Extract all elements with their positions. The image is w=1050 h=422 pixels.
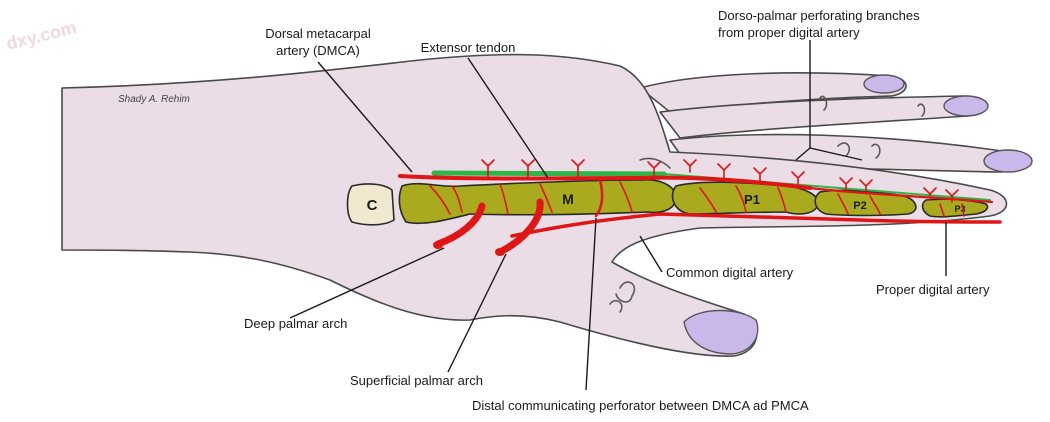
carpal-bone: [346, 183, 395, 226]
skin-creases: [609, 95, 926, 313]
leader-lines: [289, 40, 947, 391]
label-superficial-palmar-arch: Superficial palmar arch: [350, 373, 483, 388]
middle-phalanx: [814, 189, 917, 217]
metacarpal-branches: [429, 181, 633, 215]
deep-arch-cut-end: [433, 241, 443, 249]
bone-label-p1: P1: [744, 192, 760, 207]
bone-label-carpal: C: [367, 197, 378, 214]
label-extensor-tendon: Extensor tendon: [421, 40, 516, 55]
label-deep-palmar-arch: Deep palmar arch: [244, 316, 347, 331]
label-dorso-palmar-line1: Dorso-palmar perforating branches: [718, 8, 920, 23]
arteries: [398, 159, 1002, 256]
bone-label-metacarpal: M: [562, 191, 574, 207]
label-dorso-palmar-line2: from proper digital artery: [718, 25, 860, 40]
dorsal-metacarpal-artery: [398, 174, 812, 190]
common-digital-artery: [510, 212, 1002, 238]
superficial-arch-cut-end: [495, 248, 505, 256]
label-proper-digital-artery: Proper digital artery: [876, 282, 990, 297]
label-dmca-line1: Dorsal metacarpal: [265, 26, 371, 41]
label-distal-perforator: Distal communicating perforator between …: [472, 398, 809, 413]
thumb-nail: [683, 309, 759, 355]
watermark: dxy.com: [4, 17, 78, 54]
deep-palmar-arch: [434, 202, 486, 248]
proper-digital-artery-dorsal: [808, 186, 994, 204]
label-common-digital-artery: Common digital artery: [666, 265, 794, 280]
bone-label-p3: P3: [954, 204, 965, 214]
phalanx-branches: [699, 185, 965, 217]
bone-label-p2: P2: [853, 200, 866, 212]
label-dmca-line2: artery (DMCA): [276, 43, 360, 58]
superficial-palmar-arch: [496, 198, 544, 256]
artist-signature: Shady A. Rehim: [118, 94, 190, 105]
dorsal-perforating-branches: [481, 159, 959, 203]
distal-communicating-perforator: [594, 178, 604, 218]
extensor-tendon: [431, 170, 667, 177]
